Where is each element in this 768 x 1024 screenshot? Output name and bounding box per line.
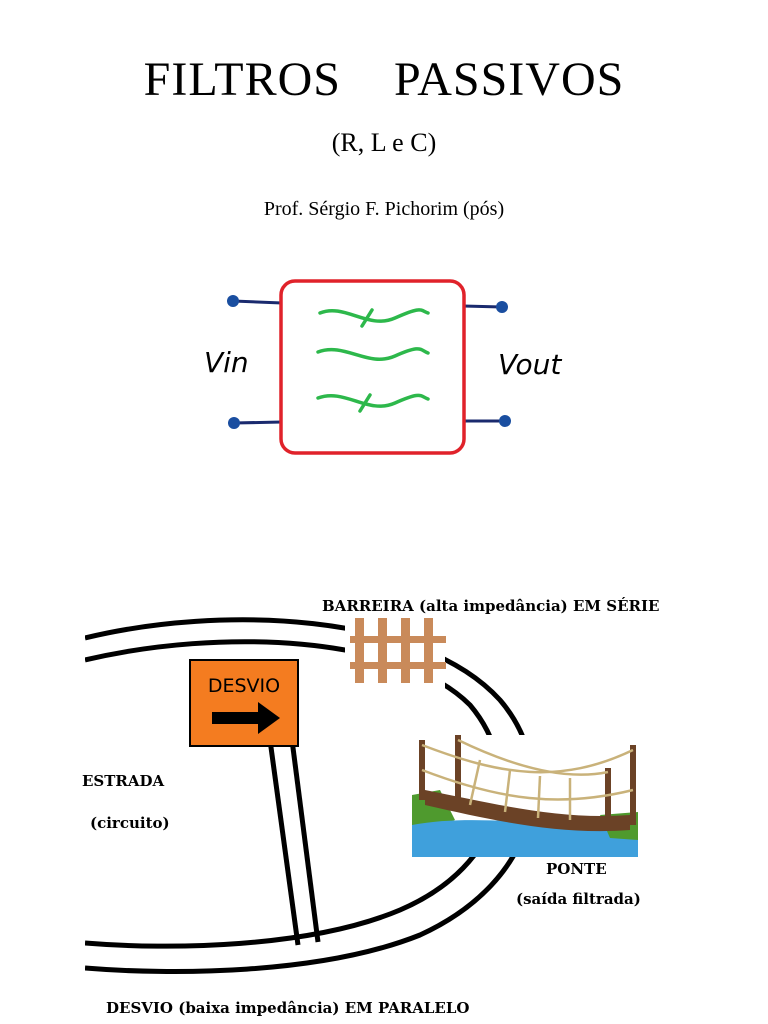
wave-top-slash: [360, 308, 374, 328]
wave-bottom-slash: [358, 393, 372, 413]
wave-middle: [316, 347, 430, 361]
input-terminal-bottom: [228, 417, 240, 429]
detour-road-left: [267, 739, 301, 946]
filter-wave-symbols: [316, 308, 430, 413]
wave-bottom: [316, 393, 430, 408]
barrier-label: BARREIRA (alta impedância) EM SÉRIE: [322, 597, 659, 615]
page-title: FILTROS PASSIVOS: [143, 53, 625, 106]
output-terminal-top: [496, 301, 508, 313]
road-label: ESTRADA: [82, 772, 165, 790]
arrow-right-icon: [212, 702, 280, 734]
filter-box: [279, 279, 466, 455]
input-terminal-top: [227, 295, 239, 307]
detour-label: DESVIO (baixa impedância) EM PARALELO: [106, 999, 469, 1017]
detour-sign: DESVIO: [189, 659, 299, 747]
wave-top: [318, 308, 430, 323]
detour-sign-text: DESVIO: [208, 675, 280, 697]
bridge-image: [412, 735, 638, 857]
output-terminal-bottom: [499, 415, 511, 427]
bridge-sublabel: (saída filtrada): [516, 890, 641, 908]
vout-label: Vout: [498, 348, 562, 381]
bridge-label: PONTE: [546, 860, 607, 878]
fence-barrier: [345, 618, 446, 697]
road-sublabel: (circuito): [90, 814, 170, 832]
vin-label: Vin: [204, 346, 249, 379]
page-subtitle: (R, L e C): [331, 128, 437, 157]
author-line: Prof. Sérgio F. Pichorim (pós): [263, 198, 505, 220]
output-wires: [462, 301, 511, 427]
input-wires: [227, 295, 283, 429]
detour-road-right: [289, 739, 321, 943]
